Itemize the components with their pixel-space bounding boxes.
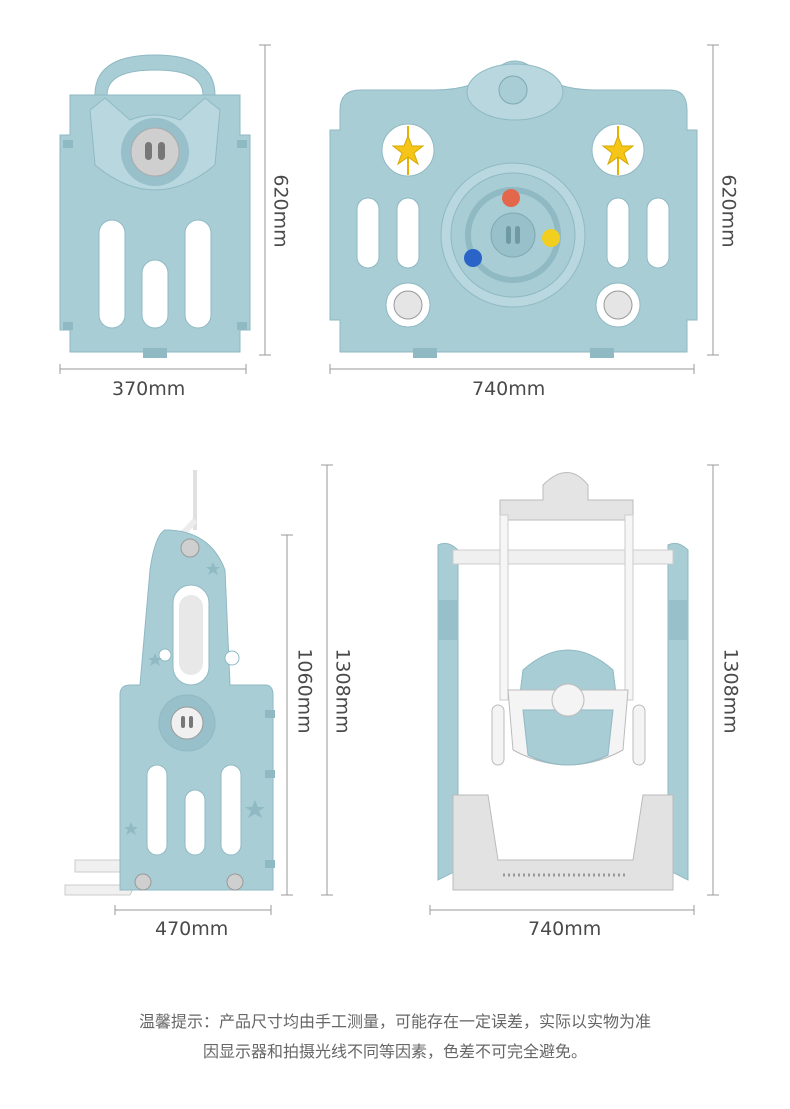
dimension-line-swing-side-width: [114, 905, 272, 915]
dimension-swing-inner-height: 1060mm: [293, 648, 316, 734]
dimension-wide-height: 620mm: [717, 174, 740, 248]
dimension-line-narrow-height: [259, 44, 271, 356]
dimension-line-swing-inner-height: [281, 534, 293, 896]
dimension-line-wide-height: [707, 44, 719, 356]
dimension-narrow-height: 620mm: [269, 174, 292, 248]
dimension-line-swing-side-height: [321, 464, 333, 896]
dimension-swing-front-height: 1308mm: [719, 648, 742, 734]
dimension-narrow-width: 370mm: [112, 378, 186, 400]
dimension-line-wide-width: [329, 364, 695, 374]
dimension-swing-side-width: 470mm: [155, 918, 229, 940]
note-line-1: 温馨提示：产品尺寸均由手工测量，可能存在一定误差，实际以实物为准: [138, 1012, 651, 1031]
dimension-swing-front-width: 740mm: [528, 918, 602, 940]
dimension-line-narrow-width: [59, 364, 247, 374]
note-line-2: 因显示器和拍摄光线不同等因素，色差不可完全避免。: [202, 1042, 587, 1061]
fence-panel-wide: [329, 60, 698, 358]
swing-front-view: [437, 472, 689, 891]
dimension-swing-side-height: 1308mm: [331, 648, 354, 734]
dimension-wide-width: 740mm: [472, 378, 546, 400]
fence-panel-narrow: [59, 54, 251, 358]
dimension-line-swing-front-width: [429, 905, 695, 915]
dimension-line-swing-front-height: [707, 464, 719, 896]
swing-side-view: [64, 470, 275, 896]
